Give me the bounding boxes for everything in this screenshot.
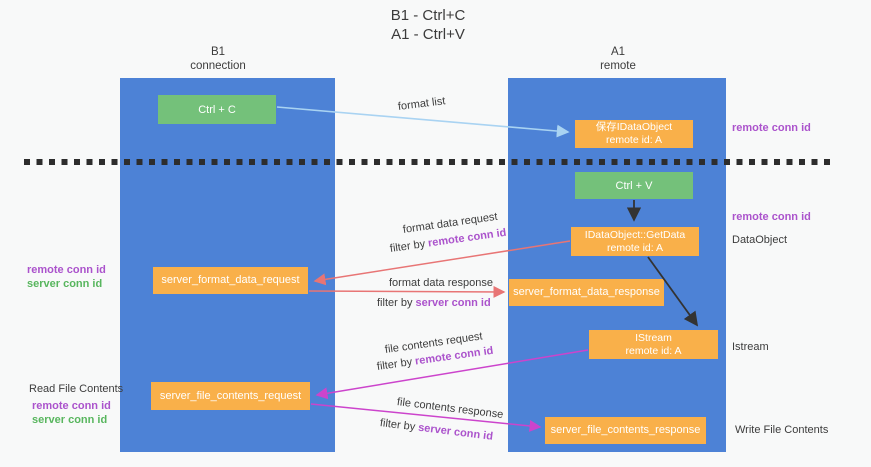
ctrl-v-label: Ctrl + V <box>615 179 653 192</box>
server-format-data-request-box: server_format_data_request <box>153 267 308 294</box>
lane-b1-subtitle: connection <box>190 60 246 72</box>
annotation-write-file-contents: Write File Contents <box>735 424 829 436</box>
lane-a1-subtitle: remote <box>600 60 636 72</box>
server-format-data-response-box: server_format_data_response <box>509 279 664 306</box>
filter-prefix: filter by <box>377 297 416 309</box>
flow-filter-file-response: filter by server conn id <box>379 417 493 443</box>
diagram-title-line1: B1 - Ctrl+C <box>390 7 466 24</box>
filter-key-server-conn-id: server conn id <box>415 297 491 309</box>
diagram-title-line2: A1 - Ctrl+V <box>391 26 465 43</box>
lane-b1-title: B1 <box>210 46 226 58</box>
filter-prefix: filter by <box>379 417 419 434</box>
getdata-line1: IDataObject::GetData <box>584 228 686 241</box>
annotation-left-server-conn-id-mid: server conn id <box>27 278 103 290</box>
server-file-contents-request-label: server_file_contents_request <box>159 389 302 402</box>
flow-label-file-contents-response: file contents response <box>396 396 504 421</box>
server-file-contents-response-label: server_file_contents_response <box>550 424 701 436</box>
istream-line2: remote id: A <box>625 344 682 357</box>
annotation-left-remote-conn-id-mid: remote conn id <box>27 264 106 276</box>
ctrl-c-label: Ctrl + C <box>198 103 236 116</box>
server-format-data-response-label: server_format_data_response <box>513 286 660 298</box>
flow-label-format-data-response: format data response <box>389 277 493 289</box>
flow-filter-format-response: filter by server conn id <box>377 297 491 309</box>
annotation-remote-conn-id-mid: remote conn id <box>732 211 811 223</box>
filter-prefix: filter by <box>389 237 429 255</box>
annotation-left-server-conn-id-bottom: server conn id <box>32 414 108 426</box>
filter-key-server-conn-id: server conn id <box>417 421 494 443</box>
save-dataobject-line2: remote id: A <box>605 134 663 146</box>
diagram-title: B1 - Ctrl+C A1 - Ctrl+V <box>318 6 538 44</box>
annotation-istream: Istream <box>732 341 769 353</box>
ctrl-v-box: Ctrl + V <box>575 172 693 199</box>
arrow-format-data-response <box>308 285 506 298</box>
istream-line1: IStream <box>635 331 672 344</box>
server-file-contents-request-box: server_file_contents_request <box>151 382 310 410</box>
lane-a1-title: A1 <box>610 46 626 58</box>
filter-prefix: filter by <box>376 355 416 373</box>
annotation-read-file-contents: Read File Contents <box>29 383 124 395</box>
dashed-divider <box>24 159 836 165</box>
server-format-data-request-label: server_format_data_request <box>161 274 300 286</box>
istream-box: IStream remote id: A <box>589 330 718 359</box>
getdata-box: IDataObject::GetData remote id: A <box>571 227 699 256</box>
annotation-remote-conn-id-top: remote conn id <box>732 122 811 134</box>
getdata-line2: remote id: A <box>606 241 664 254</box>
lane-header-a1: A1 remote <box>553 45 683 73</box>
flow-label-format-list: format list <box>397 95 447 113</box>
server-file-contents-response-box: server_file_contents_response <box>545 417 706 444</box>
annotation-left-remote-conn-id-bottom: remote conn id <box>32 400 111 412</box>
save-dataobject-box: 保存IDataObject remote id: A <box>575 120 693 148</box>
lane-header-b1: B1 connection <box>153 45 283 73</box>
annotation-dataobject: DataObject <box>732 234 788 246</box>
ctrl-c-box: Ctrl + C <box>158 95 276 124</box>
save-dataobject-line1: 保存IDataObject <box>595 121 673 133</box>
